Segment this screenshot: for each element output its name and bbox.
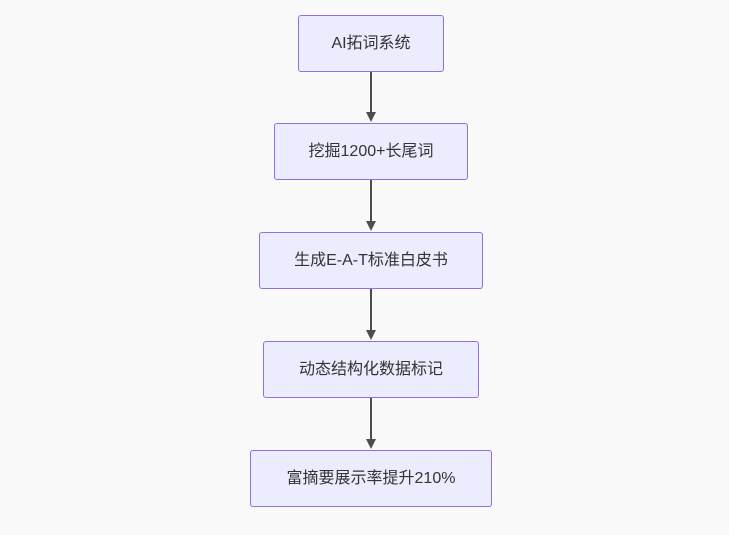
edge-line — [370, 398, 372, 439]
edge-line — [370, 72, 372, 112]
arrowhead-down-icon — [366, 112, 376, 122]
flow-node-rich-snippet-rate: 富摘要展示率提升210% — [250, 450, 492, 507]
flow-node-label: 挖掘1200+长尾词 — [308, 142, 434, 160]
edge-line — [370, 180, 372, 221]
flow-node-label: 生成E-A-T标准白皮书 — [294, 251, 448, 269]
flow-node-longtail-keyword-mining: 挖掘1200+长尾词 — [274, 123, 468, 180]
flow-node-structured-data-markup: 动态结构化数据标记 — [263, 341, 479, 398]
flow-node-ai-expansion-system: AI拓词系统 — [298, 15, 444, 72]
edge-line — [370, 289, 372, 330]
arrowhead-down-icon — [366, 330, 376, 340]
flow-node-label: 富摘要展示率提升210% — [286, 469, 456, 487]
arrowhead-down-icon — [366, 221, 376, 231]
arrowhead-down-icon — [366, 439, 376, 449]
flow-node-label: AI拓词系统 — [331, 34, 411, 52]
flow-node-eat-whitepaper: 生成E-A-T标准白皮书 — [259, 232, 483, 289]
flow-node-label: 动态结构化数据标记 — [298, 360, 443, 378]
